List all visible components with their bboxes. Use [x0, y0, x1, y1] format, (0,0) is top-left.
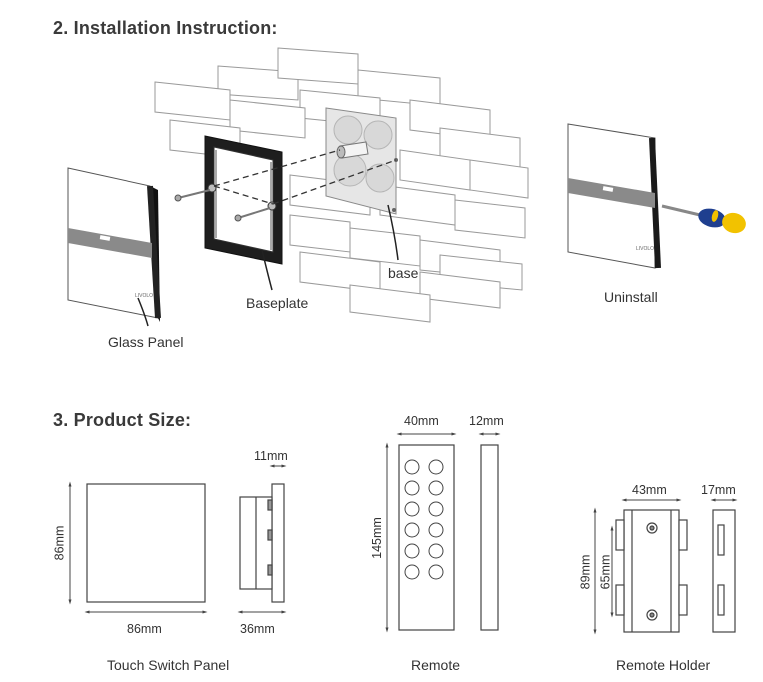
glass-panel-brand: LIVOLO	[135, 293, 153, 299]
touch-panel-height-label: 86mm	[52, 525, 67, 561]
glass-panel-label: Glass Panel	[108, 334, 184, 350]
remote-holder-depth-label: 17mm	[701, 483, 736, 497]
touch-panel-front-depth-label: 11mm	[254, 449, 288, 463]
remote-front	[398, 444, 455, 631]
remote-holder-caption: Remote Holder	[616, 657, 711, 673]
installation-title: 2. Installation Instruction:	[53, 18, 278, 38]
remote-thickness-label: 12mm	[469, 414, 504, 428]
remote-side	[480, 444, 499, 631]
remote-caption: Remote	[411, 657, 461, 673]
screwdriver-icon	[661, 204, 746, 234]
product-size-title: 3. Product Size:	[53, 410, 192, 430]
svg-text:LIVOLO: LIVOLO	[636, 246, 654, 252]
remote-holder-hole-spacing-label: 65mm	[598, 554, 613, 590]
touch-panel-caption: Touch Switch Panel	[107, 657, 230, 673]
baseplate	[204, 135, 283, 265]
baseplate-label: Baseplate	[246, 295, 309, 311]
uninstall-label: Uninstall	[604, 289, 658, 305]
base-leader-line	[387, 204, 399, 261]
remote-holder-side	[712, 509, 736, 633]
touch-panel-width-label: 86mm	[127, 622, 162, 636]
base-label: base	[388, 265, 419, 281]
remote-height-label: 145mm	[369, 517, 384, 559]
wall-box	[325, 107, 398, 215]
touch-panel-side	[239, 483, 285, 603]
baseplate-leader-line	[261, 249, 273, 291]
uninstall-panel: LIVOLO	[567, 123, 661, 269]
touch-panel-total-depth-label: 36mm	[240, 622, 275, 636]
glass-panel-leader-line	[137, 297, 149, 327]
screws	[174, 189, 271, 222]
remote-width-label: 40mm	[404, 414, 439, 428]
glass-panel: LIVOLO	[67, 167, 161, 322]
touch-panel-front	[68, 481, 208, 614]
remote-holder-front	[615, 509, 688, 633]
remote-holder-width-label: 43mm	[632, 483, 667, 497]
assembly-dashed-lines	[213, 149, 397, 205]
remote-holder-height-label: 89mm	[578, 554, 593, 590]
brick-wall	[154, 47, 529, 323]
